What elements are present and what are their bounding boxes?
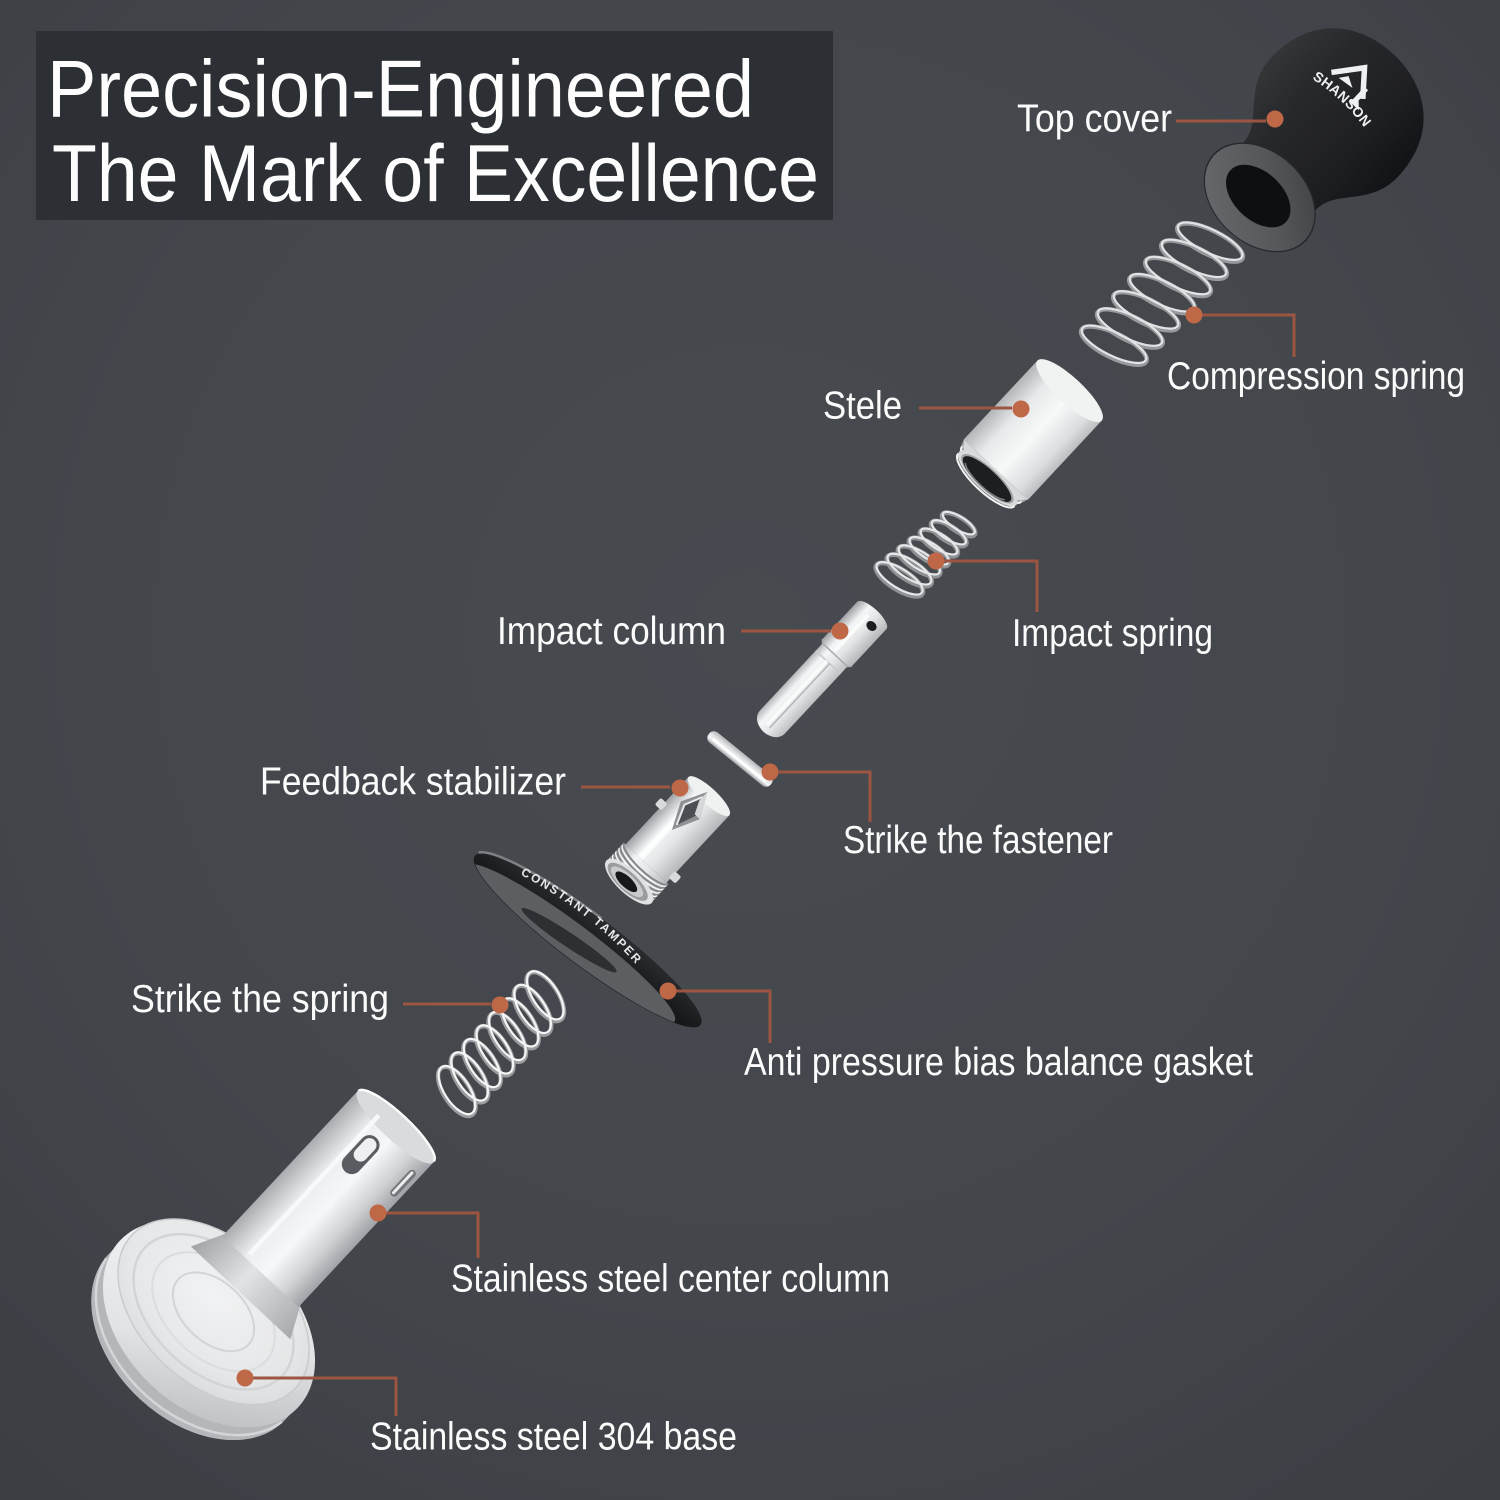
svg-text:The Mark of Excellence: The Mark of Excellence: [52, 129, 819, 219]
svg-text:Stainless steel center column: Stainless steel center column: [451, 1258, 890, 1301]
svg-text:Strike the spring: Strike the spring: [131, 978, 389, 1021]
svg-text:Compression spring: Compression spring: [1167, 355, 1465, 398]
svg-text:Strike the fastener: Strike the fastener: [843, 819, 1113, 862]
svg-text:Impact spring: Impact spring: [1012, 612, 1213, 655]
svg-text:Feedback stabilizer: Feedback stabilizer: [260, 761, 566, 804]
svg-text:Precision-Engineered: Precision-Engineered: [47, 45, 754, 135]
svg-text:Impact column: Impact column: [497, 610, 726, 653]
svg-text:Top cover: Top cover: [1017, 98, 1172, 141]
svg-text:Stainless steel 304 base: Stainless steel 304 base: [370, 1416, 737, 1459]
svg-text:Anti pressure bias balance gas: Anti pressure bias balance gasket: [744, 1041, 1253, 1084]
svg-text:Stele: Stele: [823, 385, 902, 428]
